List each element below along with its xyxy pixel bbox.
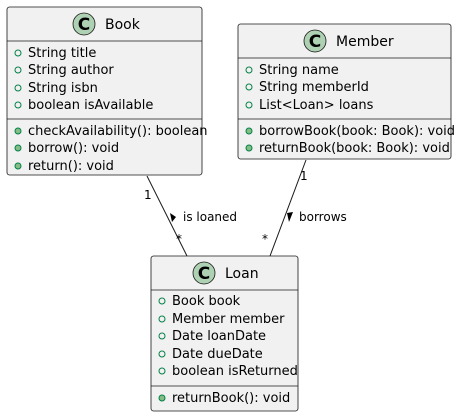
public-visibility-icon <box>158 394 166 402</box>
direction-arrow-icon <box>287 212 293 222</box>
operation: return(): void <box>28 159 114 174</box>
attribute: String name <box>259 63 339 78</box>
operation: returnBook(): void <box>172 391 290 406</box>
public-visibility-icon <box>245 101 253 109</box>
attribute: Book book <box>172 294 241 309</box>
public-visibility-icon <box>158 297 166 305</box>
attribute: String memberId <box>259 80 369 95</box>
public-visibility-icon <box>14 101 22 109</box>
public-visibility-icon <box>14 144 22 152</box>
class-name: Loan <box>225 266 259 282</box>
operation: checkAvailability(): boolean <box>28 124 208 139</box>
class-badge-icon <box>303 29 327 53</box>
attribute: String isbn <box>28 81 98 96</box>
direction-arrow-icon <box>170 213 176 222</box>
public-visibility-icon <box>14 162 22 170</box>
public-visibility-icon <box>14 84 22 92</box>
attribute: String title <box>28 46 96 61</box>
class-name: Member <box>336 34 394 50</box>
class-badge-letter: C <box>309 32 321 52</box>
attribute-list: Book book Member member Date loanDate Da… <box>158 294 298 379</box>
operation: borrowBook(book: Book): void <box>259 124 455 139</box>
class-member[interactable]: C Member String name String memberId Lis… <box>237 23 455 160</box>
source-multiplicity: 1 <box>144 188 152 202</box>
public-visibility-icon <box>245 66 253 74</box>
attribute: Member member <box>172 312 285 327</box>
public-visibility-icon <box>158 332 166 340</box>
association-book-loan: is loaned 1 * <box>144 175 237 257</box>
attribute: boolean isReturned <box>172 364 298 379</box>
operation-list: borrowBook(book: Book): void returnBook(… <box>245 124 455 156</box>
public-visibility-icon <box>245 127 253 135</box>
attribute-list: String name String memberId List<Loan> l… <box>245 63 374 113</box>
operation-list: returnBook(): void <box>158 391 290 406</box>
association-member-loan: borrows 1 * <box>262 159 347 257</box>
attribute: Date dueDate <box>172 347 263 362</box>
association-label: borrows <box>299 210 347 224</box>
attribute: boolean isAvailable <box>28 98 153 113</box>
class-badge-icon <box>72 12 96 36</box>
class-book[interactable]: C Book String title String author String… <box>6 6 208 176</box>
public-visibility-icon <box>158 315 166 323</box>
public-visibility-icon <box>158 367 166 375</box>
operation-list: checkAvailability(): boolean borrow(): v… <box>14 124 208 174</box>
operation: borrow(): void <box>28 141 119 156</box>
public-visibility-icon <box>14 127 22 135</box>
target-multiplicity: * <box>262 232 268 246</box>
class-badge-letter: C <box>78 15 90 35</box>
association-label: is loaned <box>183 210 237 224</box>
attribute: Date loanDate <box>172 329 266 344</box>
operation: returnBook(book: Book): void <box>259 141 450 156</box>
attribute-list: String title String author String isbn b… <box>14 46 153 113</box>
class-badge-icon <box>192 261 216 285</box>
public-visibility-icon <box>245 83 253 91</box>
class-loan[interactable]: C Loan Book book Member member Date loan… <box>150 255 299 412</box>
source-multiplicity: 1 <box>300 169 308 183</box>
class-badge-letter: C <box>198 264 210 284</box>
public-visibility-icon <box>158 350 166 358</box>
target-multiplicity: * <box>176 232 182 246</box>
class-name: Book <box>105 17 141 33</box>
attribute: String author <box>28 63 114 78</box>
public-visibility-icon <box>245 144 253 152</box>
attribute: List<Loan> loans <box>259 98 374 113</box>
public-visibility-icon <box>14 66 22 74</box>
public-visibility-icon <box>14 49 22 57</box>
